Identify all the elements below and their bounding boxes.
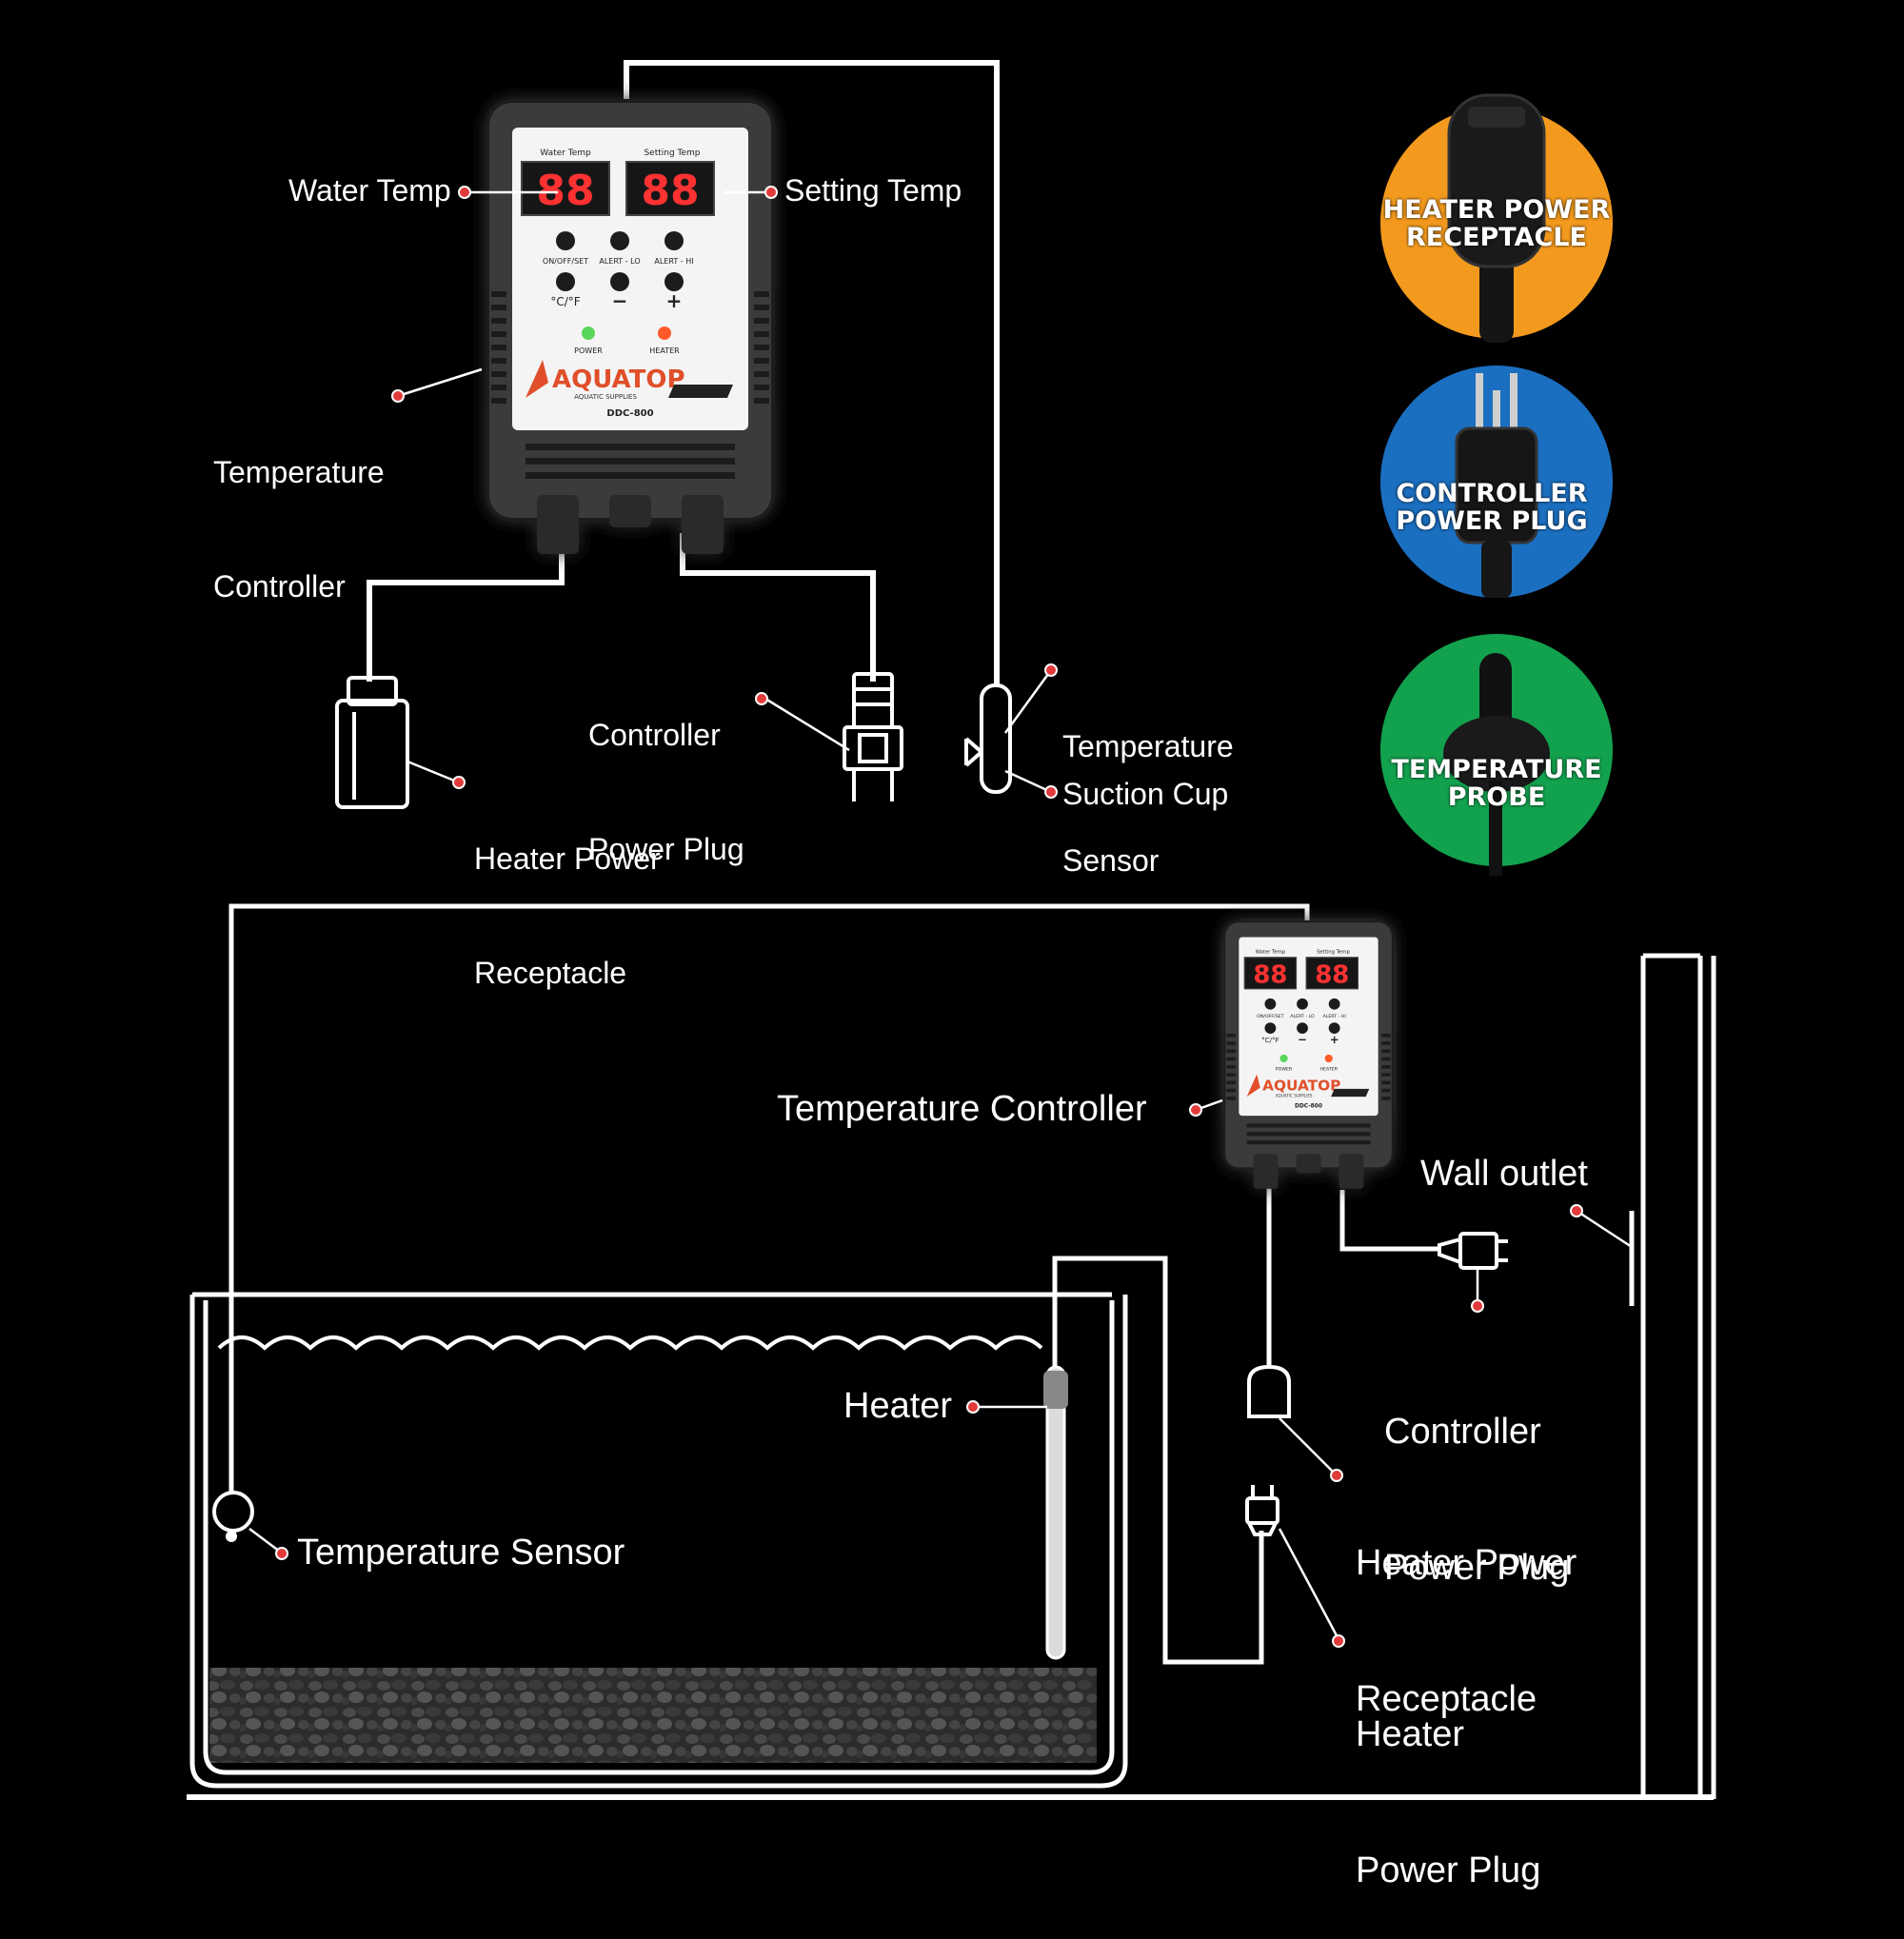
label-line: Controller — [213, 569, 346, 603]
badge-line: HEATER POWER — [1382, 195, 1611, 225]
badge-temperature-probe — [1380, 634, 1613, 876]
label-setting-temp: Setting Temp — [784, 173, 962, 208]
label-line: Heater — [1356, 1714, 1465, 1754]
bottom-heater-plug-drawing — [1245, 1485, 1279, 1536]
label-bottom-heater-power-receptacle: Heater Power Receptacle — [1356, 1451, 1577, 1768]
badge-probe-text: TEMPERATURE PROBE — [1378, 756, 1616, 811]
three-prong-plug-icon — [1455, 373, 1538, 598]
wall-and-outlet — [1629, 953, 1716, 1799]
badge-line: RECEPTACLE — [1406, 223, 1587, 253]
label-heater: Heater — [843, 1386, 953, 1426]
label-heater-power-plug: Heater Power Plug — [1356, 1622, 1540, 1939]
label-line: Power Plug — [588, 832, 744, 866]
label-line: Heater Power — [474, 841, 661, 876]
badge-controller-text: CONTROLLER POWER PLUG — [1373, 480, 1611, 535]
label-line: Controller — [588, 718, 721, 752]
label-line: Receptacle — [474, 956, 627, 990]
top-label-dots — [391, 186, 1058, 799]
label-temperature-controller: Temperature Controller — [213, 377, 385, 643]
badge-line: TEMPERATURE — [1391, 755, 1602, 784]
top-wires — [367, 60, 1000, 685]
label-line: Temperature — [1062, 729, 1234, 763]
badge-line: CONTROLLER — [1396, 479, 1588, 508]
label-water-temp: Water Temp — [288, 173, 451, 208]
bottom-temperature-sensor-drawing — [212, 1491, 254, 1542]
badge-heater-power-receptacle — [1380, 93, 1613, 343]
bottom-controller-plug-drawing — [1438, 1232, 1508, 1270]
label-line: Sensor — [1062, 843, 1160, 878]
water-surface — [217, 1336, 1043, 1351]
top-controller-plug-drawing — [843, 672, 903, 801]
label-wall-outlet: Wall outlet — [1420, 1154, 1588, 1194]
label-line: Power Plug — [1356, 1850, 1541, 1890]
label-line: Controller — [1384, 1412, 1541, 1452]
label-line: Power Plug — [1384, 1547, 1570, 1588]
label-bottom-temperature-sensor: Temperature Sensor — [297, 1533, 625, 1573]
bottom-heater-receptacle-drawing — [1247, 1364, 1291, 1418]
plug-receptacle-icon — [1447, 93, 1546, 343]
label-line: Receptacle — [1356, 1678, 1537, 1719]
aquarium-tank — [187, 1292, 1714, 1800]
badge-line: PROBE — [1447, 782, 1546, 813]
probe-icon — [1443, 653, 1550, 876]
label-suction-cup: Suction Cup — [1062, 777, 1229, 811]
top-temperature-sensor-drawing — [964, 683, 1012, 794]
label-bottom-temperature-controller: Temperature Controller — [777, 1089, 1147, 1129]
badge-heater-text: HEATER POWER RECEPTACLE — [1378, 196, 1616, 251]
top-temperature-controller-device — [486, 99, 775, 556]
top-heater-receptacle-drawing — [335, 676, 409, 809]
heater-drawing — [1043, 1365, 1068, 1660]
label-temperature-sensor: Temperature Sensor — [1062, 651, 1234, 918]
bottom-temperature-controller-device — [1222, 920, 1395, 1191]
top-leader-lines — [397, 190, 1053, 794]
label-line: Temperature — [213, 455, 385, 489]
label-line: Heater Power — [1356, 1543, 1577, 1583]
label-bottom-controller-power-plug: Controller Power Plug — [1384, 1319, 1569, 1636]
label-controller-power-plug: Controller Power Plug — [588, 640, 744, 906]
badge-controller-power-plug — [1380, 366, 1613, 598]
bottom-label-dots — [275, 1103, 1583, 1648]
badge-line: POWER PLUG — [1396, 506, 1588, 537]
label-heater-power-receptacle: Heater Power Receptacle — [474, 763, 661, 1030]
